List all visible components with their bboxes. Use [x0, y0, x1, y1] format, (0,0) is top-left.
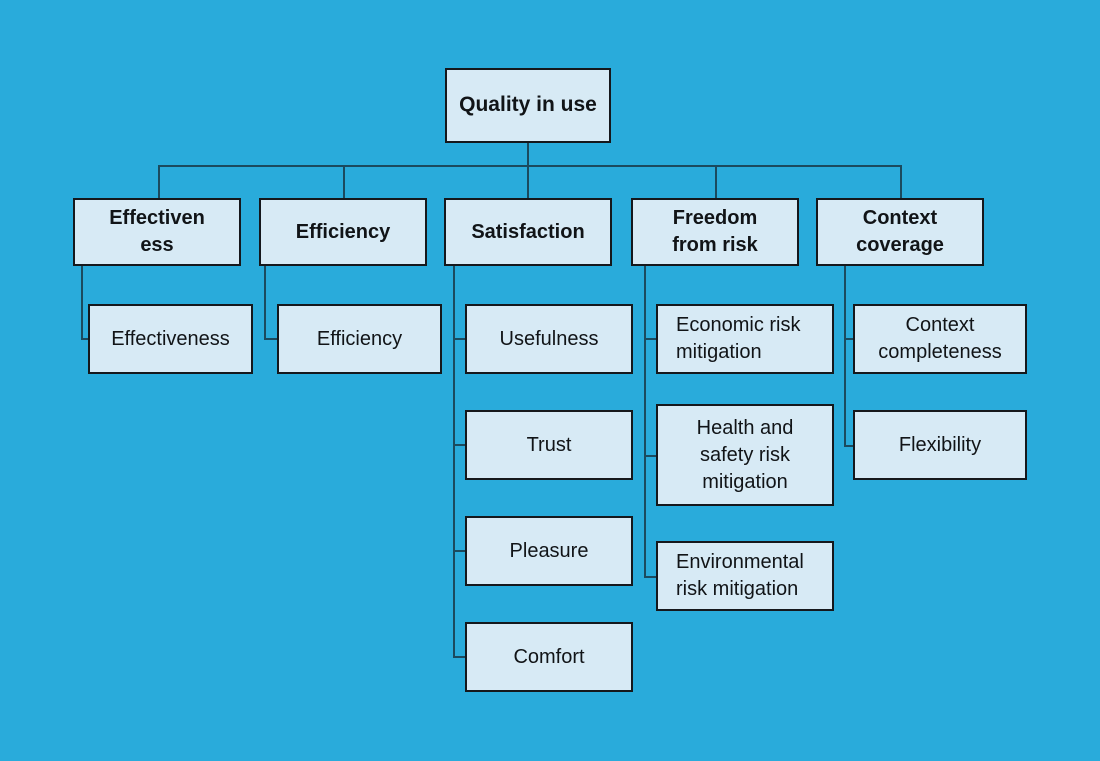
connector-stub-effectiveness-1	[81, 338, 90, 340]
connector-trunk-freedom-from-risk	[644, 266, 646, 578]
node-label: Effectiveness	[111, 327, 230, 350]
node-freedom-economic-risk-mitigation[interactable]: Economic risk mitigation	[656, 304, 834, 374]
node-label: Freedom from risk	[672, 207, 758, 256]
node-satisfaction-pleasure[interactable]: Pleasure	[465, 516, 633, 586]
node-label: Effectiven ess	[109, 207, 205, 256]
node-label: Satisfaction	[471, 220, 585, 243]
connector-stub-satisfaction-2	[453, 444, 466, 446]
node-satisfaction-usefulness[interactable]: Usefulness	[465, 304, 633, 374]
node-label: Environmental risk mitigation	[676, 551, 804, 600]
connector-drop-freedom-from-risk	[715, 165, 717, 198]
connector-drop-effectiveness	[158, 165, 160, 198]
node-freedom-from-risk[interactable]: Freedom from risk	[631, 198, 799, 266]
connector-drop-satisfaction	[527, 165, 529, 198]
connector-stub-satisfaction-3	[453, 550, 466, 552]
connector-trunk-context-coverage	[844, 266, 846, 447]
node-label: Context coverage	[856, 207, 944, 256]
connector-stub-freedom-2	[644, 455, 657, 457]
node-context-context-completeness[interactable]: Context completeness	[853, 304, 1027, 374]
node-efficiency-efficiency[interactable]: Efficiency	[277, 304, 442, 374]
node-efficiency[interactable]: Efficiency	[259, 198, 427, 266]
connector-stub-efficiency-1	[264, 338, 279, 340]
node-label: Quality in use	[459, 93, 597, 117]
connector-stub-satisfaction-4	[453, 656, 466, 658]
node-label: Flexibility	[898, 433, 982, 456]
node-label: Efficiency	[316, 327, 403, 350]
connector-stub-freedom-1	[644, 338, 657, 340]
connector-drop-efficiency	[343, 165, 345, 198]
node-label: Context completeness	[878, 314, 1002, 363]
connector-stub-context-2	[844, 445, 854, 447]
connector-trunk-efficiency	[264, 266, 266, 339]
connector-stub-freedom-3	[644, 576, 657, 578]
connector-root-stem	[527, 143, 529, 166]
node-effectiveness-effectiveness[interactable]: Effectiveness	[88, 304, 253, 374]
node-satisfaction-comfort[interactable]: Comfort	[465, 622, 633, 692]
connector-stub-context-1	[844, 338, 854, 340]
node-label: Economic risk mitigation	[676, 314, 801, 363]
node-quality-in-use[interactable]: Quality in use	[445, 68, 611, 143]
connector-trunk-satisfaction	[453, 266, 455, 658]
node-label: Pleasure	[509, 539, 589, 562]
node-satisfaction[interactable]: Satisfaction	[444, 198, 612, 266]
node-label: Efficiency	[295, 220, 391, 243]
node-label: Health and safety risk mitigation	[696, 416, 794, 493]
node-context-flexibility[interactable]: Flexibility	[853, 410, 1027, 480]
connector-trunk-effectiveness	[81, 266, 83, 339]
node-label: Trust	[526, 433, 572, 456]
node-context-coverage[interactable]: Context coverage	[816, 198, 984, 266]
node-effectiveness[interactable]: Effectiven ess	[73, 198, 241, 266]
connector-level1-bus	[158, 165, 902, 167]
node-freedom-health-and-safety-risk-mitigation[interactable]: Health and safety risk mitigation	[656, 404, 834, 506]
node-satisfaction-trust[interactable]: Trust	[465, 410, 633, 480]
connector-drop-context-coverage	[900, 165, 902, 198]
node-label: Comfort	[513, 645, 585, 668]
node-freedom-environmental-risk-mitigation[interactable]: Environmental risk mitigation	[656, 541, 834, 611]
node-label: Usefulness	[499, 327, 599, 350]
connector-stub-satisfaction-1	[453, 338, 466, 340]
